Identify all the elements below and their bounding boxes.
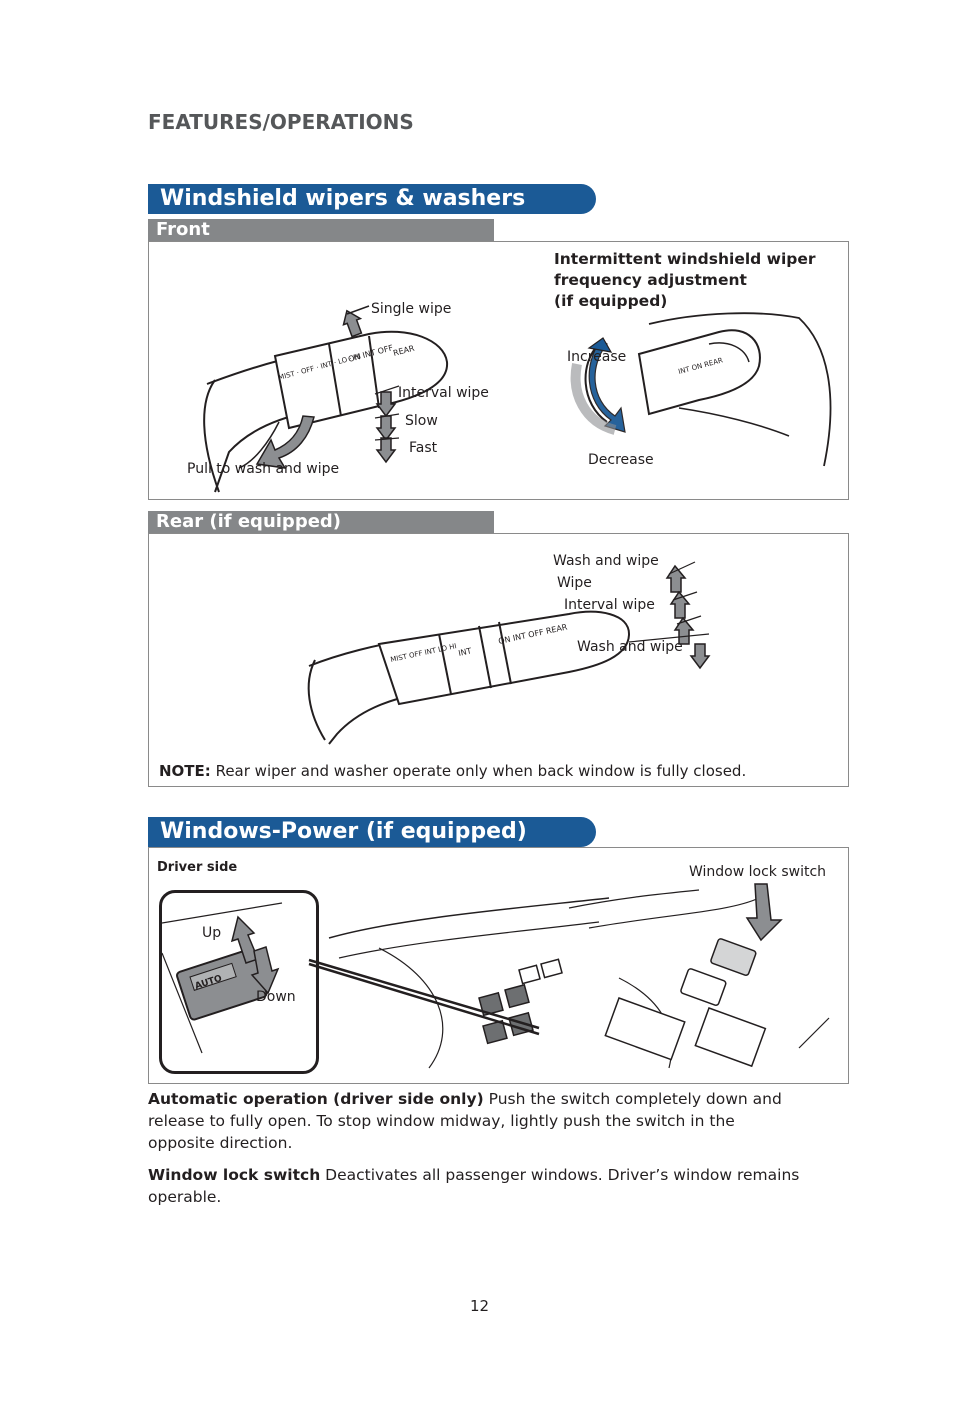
auto-operation-line1: Automatic operation (driver side only) P… [148, 1088, 848, 1110]
rear-subheading: Rear (if equipped) [148, 511, 494, 533]
label-up: Up [202, 925, 221, 941]
front-label: Front [156, 219, 210, 240]
lock-switch-line1: Window lock switch Deactivates all passe… [148, 1164, 848, 1186]
window-switch-zoom-callout: AUTO Up Down [159, 890, 319, 1074]
auto-operation-paragraph: Automatic operation (driver side only) P… [148, 1088, 848, 1154]
label-interval-wipe: Interval wipe [398, 385, 489, 401]
lock-switch-text-1: Deactivates all passenger windows. Drive… [320, 1166, 799, 1184]
label-slow: Slow [405, 413, 438, 429]
page-header: FEATURES/OPERATIONS [148, 110, 414, 134]
section-title-windows: Windows-Power (if equipped) [148, 817, 596, 847]
wipers-title-text: Windshield wipers & washers [160, 186, 525, 211]
passenger-lock-panel-illustration [559, 868, 839, 1078]
label-fast: Fast [409, 440, 437, 456]
rear-label: Rear (if equipped) [156, 511, 341, 532]
auto-operation-line2: release to fully open. To stop window mi… [148, 1110, 848, 1132]
intermittent-adjustment-illustration: INT ON REAR [559, 304, 839, 474]
windows-title-text: Windows-Power (if equipped) [160, 819, 527, 844]
rear-note: NOTE: Rear wiper and washer operate only… [159, 762, 746, 780]
label-single-wipe: Single wipe [371, 301, 451, 317]
label-rear-wash-wipe-bottom: Wash and wipe [577, 639, 683, 655]
zoomed-window-switch-illustration: AUTO [162, 893, 316, 1071]
front-wiper-panel: MIST · OFF · INT · LO · HI ON INT OFF RE… [148, 241, 849, 500]
label-increase: Increase [567, 349, 626, 365]
windows-panel: Driver side Window lock switch AUTO Up D… [148, 847, 849, 1084]
callout-connector [309, 948, 549, 1068]
note-text: Rear wiper and washer operate only when … [216, 762, 747, 780]
page-number: 12 [470, 1297, 489, 1315]
label-down: Down [256, 989, 296, 1005]
label-rear-interval-wipe: Interval wipe [564, 597, 655, 613]
intermittent-title-line2: frequency adjustment [554, 271, 747, 289]
label-driver-side: Driver side [157, 860, 237, 875]
label-rear-wash-wipe-top: Wash and wipe [553, 553, 659, 569]
lock-switch-line2: operable. [148, 1186, 848, 1208]
label-decrease: Decrease [588, 452, 654, 468]
rear-wiper-panel: MIST OFF INT LO HI INT ON INT OFF REAR W… [148, 533, 849, 787]
label-pull-to-wash: Pull to wash and wipe [187, 461, 339, 477]
label-rear-wipe: Wipe [557, 575, 592, 591]
section-title-wipers: Windshield wipers & washers [148, 184, 596, 214]
front-subheading: Front [148, 219, 494, 241]
note-label: NOTE: [159, 762, 211, 780]
auto-operation-text-1: Push the switch completely down and [484, 1090, 782, 1108]
intermittent-title-line1: Intermittent windshield wiper [554, 250, 816, 268]
lock-switch-heading: Window lock switch [148, 1166, 320, 1184]
auto-operation-heading: Automatic operation (driver side only) [148, 1090, 484, 1108]
auto-operation-line3: opposite direction. [148, 1132, 848, 1154]
lock-switch-paragraph: Window lock switch Deactivates all passe… [148, 1164, 848, 1208]
